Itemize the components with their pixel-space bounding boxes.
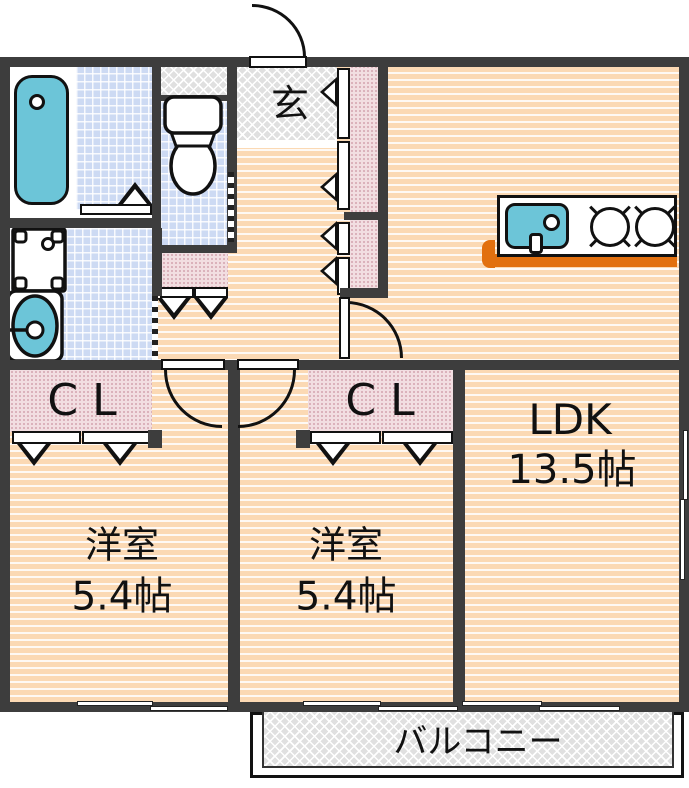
- window: [539, 706, 620, 711]
- folding-door-triangle-icon: [194, 298, 228, 320]
- ldk-door-leaf: [339, 297, 350, 359]
- washing-machine-icon: [11, 227, 67, 293]
- folding-door-triangle-icon: [320, 172, 337, 202]
- bedroom2-size: 5.4帖: [295, 574, 397, 620]
- entrance-door-leaf: [249, 56, 307, 68]
- counter-edge: [482, 254, 677, 267]
- storage-door: [337, 222, 350, 255]
- bedroom2-label: 洋室: [309, 523, 383, 567]
- hall-storage-lower: [350, 220, 378, 288]
- wall-top: [307, 57, 689, 67]
- entrance-door-arc: [252, 4, 306, 57]
- wall-mid: [10, 360, 161, 370]
- wall: [340, 288, 388, 298]
- sink-tap-handle-icon: [529, 233, 543, 254]
- folding-door-triangle-icon: [103, 444, 137, 466]
- folding-door-triangle-icon: [320, 77, 337, 107]
- balcony-label: バルコニー: [393, 722, 563, 762]
- window: [303, 701, 381, 706]
- entrance-storage-floor: [160, 65, 227, 97]
- wall-stub: [296, 430, 310, 448]
- wall: [10, 218, 152, 228]
- window: [378, 706, 458, 711]
- folding-door-triangle-icon: [320, 221, 337, 251]
- bathtub-icon: [14, 75, 69, 205]
- closet2: [308, 370, 453, 432]
- storage-door: [337, 68, 350, 139]
- toilet-sliding-door: [228, 172, 234, 242]
- wall-ldk-divider: [453, 360, 465, 702]
- window: [683, 430, 688, 500]
- closet1-door: [82, 431, 151, 444]
- closet2-label: CL: [345, 375, 429, 426]
- bathtub-drain-icon: [29, 94, 45, 110]
- folding-door-triangle-icon: [316, 444, 350, 466]
- wall: [378, 57, 388, 298]
- bedroom1-size: 5.4帖: [71, 574, 173, 620]
- toilet-icon: [163, 95, 223, 196]
- ldk-size: 13.5帖: [507, 447, 637, 493]
- window: [77, 701, 153, 706]
- wall: [344, 212, 378, 220]
- closet1: [10, 370, 152, 432]
- balcony-floor: [262, 712, 674, 768]
- bathroom-door-triangle-icon: [118, 182, 152, 204]
- faucet-icon: [543, 214, 560, 231]
- bedroom2-door-leaf: [237, 359, 299, 370]
- closet2-door: [310, 431, 381, 444]
- window: [150, 706, 228, 711]
- folding-door-triangle-icon: [403, 444, 437, 466]
- stove-burner-icon: [635, 207, 675, 247]
- folding-door-triangle-icon: [320, 256, 337, 286]
- storage-door: [337, 141, 350, 210]
- hall-closet: [162, 253, 228, 287]
- closet2-door: [382, 431, 453, 444]
- bedroom1-label: 洋室: [85, 523, 159, 567]
- washbasin-icon: [5, 289, 64, 363]
- wall: [227, 65, 237, 253]
- wall-mid: [225, 360, 237, 370]
- closet1-label: CL: [47, 375, 131, 426]
- washroom-sliding-door: [152, 296, 158, 360]
- folding-door-triangle-icon: [17, 444, 51, 466]
- wall-mid: [299, 360, 679, 370]
- window: [680, 499, 685, 580]
- wall: [152, 245, 237, 253]
- stove-burner-icon: [590, 207, 630, 247]
- wall-bottom: [0, 702, 689, 712]
- wall: [152, 228, 162, 296]
- genkan-label: 玄: [270, 82, 310, 126]
- folding-door-triangle-icon: [157, 298, 191, 320]
- wall-right: [679, 57, 689, 712]
- bathroom-door: [80, 204, 152, 215]
- genkan-step: [237, 140, 337, 148]
- wall-bedroom-divider: [228, 370, 240, 702]
- window: [462, 701, 542, 706]
- closet1-door: [12, 431, 81, 444]
- bedroom1-door-leaf: [161, 359, 225, 370]
- wall-stub: [148, 430, 162, 448]
- ldk-label: LDK: [528, 395, 612, 444]
- hall-closet-door: [160, 287, 194, 298]
- hall-closet-door: [194, 287, 228, 298]
- hall-storage-upper: [350, 65, 378, 212]
- wall-left: [0, 57, 10, 712]
- wall: [152, 65, 161, 228]
- wall-top: [0, 57, 250, 67]
